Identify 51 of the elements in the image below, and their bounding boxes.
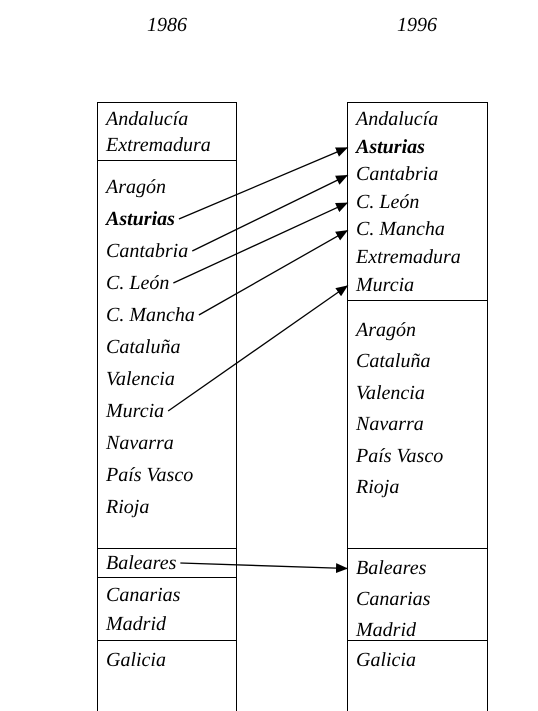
region-name: País Vasco bbox=[106, 459, 194, 491]
region-name: Galicia bbox=[356, 645, 416, 675]
region-name: Rioja bbox=[106, 491, 150, 523]
region-name: Cataluña bbox=[356, 346, 430, 378]
region-name: Navarra bbox=[356, 409, 424, 441]
region-name: Valencia bbox=[106, 363, 175, 395]
group-box bbox=[347, 548, 488, 641]
region-name: C. León bbox=[106, 267, 170, 299]
group-box bbox=[97, 640, 237, 711]
region-name: C. Mancha bbox=[106, 299, 195, 331]
region-name: Baleares bbox=[106, 550, 176, 576]
group-box bbox=[347, 640, 488, 711]
arrow bbox=[192, 174, 348, 252]
region-name: Valencia bbox=[356, 378, 425, 410]
region-name: Aragón bbox=[106, 171, 166, 203]
region-name: Aragón bbox=[356, 315, 416, 346]
region-name: Cataluña bbox=[106, 331, 180, 363]
arrow bbox=[180, 562, 348, 574]
group-box bbox=[97, 160, 237, 549]
region-name: País Vasco bbox=[356, 440, 444, 472]
region-name: Cantabria bbox=[356, 161, 438, 189]
arrow bbox=[198, 230, 348, 316]
region-name: Galicia bbox=[106, 645, 166, 675]
region-name: Asturias bbox=[356, 134, 425, 162]
arrow bbox=[168, 284, 348, 412]
region-name: Rioja bbox=[356, 472, 400, 504]
region-name: Navarra bbox=[106, 427, 174, 459]
region-name: Canarias bbox=[356, 584, 430, 615]
region-name: Canarias bbox=[106, 581, 180, 610]
region-name: Cantabria bbox=[106, 235, 188, 267]
region-name: Murcia bbox=[106, 395, 164, 427]
group-box bbox=[97, 577, 237, 641]
group-box bbox=[347, 102, 488, 301]
region-name: C. Mancha bbox=[356, 216, 445, 244]
year-heading: 1986 bbox=[146, 14, 188, 37]
arrow bbox=[173, 202, 348, 284]
region-name: Madrid bbox=[356, 615, 416, 646]
arrow bbox=[178, 146, 348, 220]
group-box bbox=[347, 300, 488, 549]
group-box bbox=[97, 548, 237, 578]
region-name: Andalucía bbox=[106, 106, 188, 132]
region-name: Asturias bbox=[106, 203, 175, 235]
region-name: Andalucía bbox=[356, 106, 438, 134]
year-heading: 1996 bbox=[396, 14, 438, 37]
group-box bbox=[97, 102, 237, 161]
region-name: C. León bbox=[356, 188, 420, 216]
region-name: Extremadura bbox=[106, 132, 211, 158]
region-name: Murcia bbox=[356, 272, 414, 300]
region-name: Baleares bbox=[356, 553, 426, 584]
region-name: Extremadura bbox=[356, 244, 461, 272]
region-name: Madrid bbox=[106, 610, 166, 639]
